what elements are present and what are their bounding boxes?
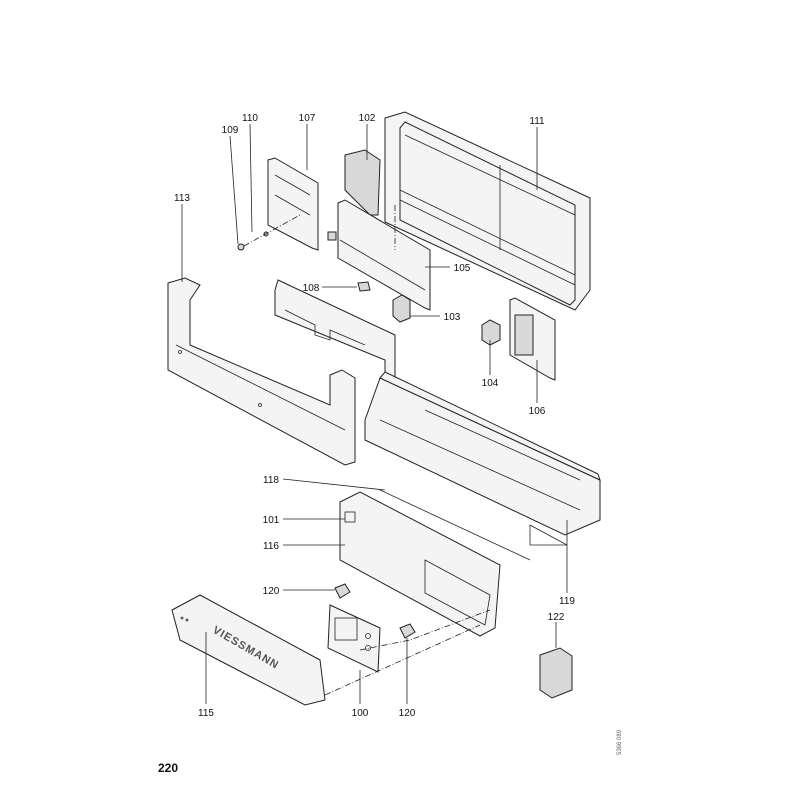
label-109: 109 — [222, 125, 239, 136]
part-109-110-screw — [237, 214, 301, 251]
part-115-front-cover: VIESSMANN — [171, 594, 326, 706]
part-119-terminal-tray — [364, 371, 601, 546]
label-100: 100 — [352, 708, 369, 719]
label-115: 115 — [198, 708, 214, 719]
part-102-ribbon-cable — [344, 149, 381, 216]
part-106-board — [509, 297, 556, 381]
label-116: 116 — [263, 541, 279, 552]
part-120-clip-right — [399, 623, 416, 639]
label-105: 105 — [454, 263, 471, 274]
part-107-circuit-board — [267, 157, 319, 251]
label-113: 113 — [174, 193, 190, 204]
leader-lines — [181, 123, 568, 704]
label-102: 102 — [359, 113, 376, 124]
part-103-connector — [392, 294, 411, 323]
label-120-left: 120 — [263, 586, 280, 597]
part-100-display-module — [327, 604, 381, 673]
label-122: 122 — [548, 612, 565, 623]
label-110: 110 — [242, 113, 258, 124]
part-108-fuse — [357, 281, 371, 292]
part-113-frame — [167, 277, 356, 466]
label-120-right: 120 — [399, 708, 416, 719]
label-111: 111 — [529, 116, 545, 127]
part-122-box — [539, 647, 573, 699]
label-106: 106 — [529, 406, 546, 417]
page-number: 220 — [158, 761, 178, 775]
part-105-main-board — [327, 199, 431, 311]
document-number: 5366 089 — [617, 729, 623, 755]
label-104: 104 — [482, 378, 499, 389]
part-116-front-panel — [339, 491, 501, 637]
part-104-connector — [481, 319, 501, 346]
part-cover-plate — [274, 279, 396, 386]
label-103: 103 — [444, 312, 461, 323]
part-111-housing — [384, 111, 591, 311]
label-118: 118 — [263, 475, 279, 486]
label-101: 101 — [263, 515, 280, 526]
part-120-clip-left — [334, 583, 351, 599]
label-107: 107 — [299, 113, 316, 124]
part-118-rail — [379, 489, 531, 561]
label-119: 119 — [559, 596, 575, 607]
label-108: 108 — [303, 283, 320, 294]
